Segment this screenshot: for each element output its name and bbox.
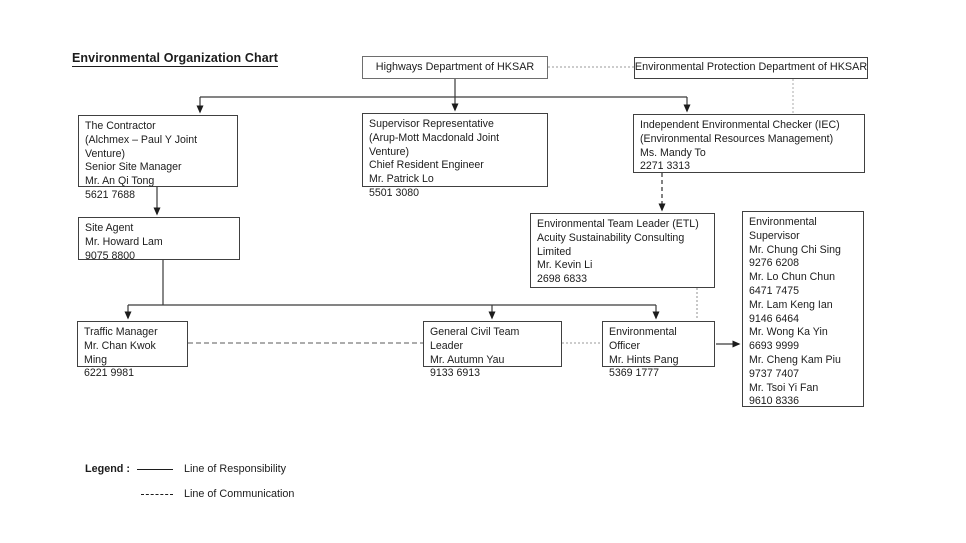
text-line: Mr. Tsoi Yi Fan [749,381,819,394]
legend-item-label: Line of Communication [184,488,295,501]
text-line: (Alchmex – Paul Y Joint Venture) [85,133,198,160]
legend-item-label: Line of Responsibility [184,463,287,476]
page-title: Environmental Organization Chart [72,51,279,67]
text-line: 6221 9981 [84,367,135,380]
text-line: 9737 7407 [749,367,800,380]
text-line: Environmental [749,216,817,228]
text-line: 9610 8336 [749,395,800,408]
legend-label: Legend : [85,463,130,475]
text-line: (Arup-Mott Macdonald Joint Venture) [369,131,500,158]
communication-lines [188,66,794,344]
dashed-line-sample-icon [141,493,173,495]
text-line: 6693 9999 [749,340,800,353]
text-line: Mr. Patrick Lo [369,173,434,186]
node-environmental-protection-department: Environmental Protection Department of H… [634,57,868,79]
text-line: 9276 6208 [749,257,800,270]
text-line: Chief Resident Engineer [369,159,484,172]
text-line: 5501 3080 [369,186,420,199]
text-line: 2698 6833 [537,273,588,286]
text-line: 2271 3313 [640,160,691,173]
text-line: Environmental Protection Department of H… [634,61,868,74]
legend-item-responsibility: Line of Responsibility [137,463,286,475]
text-line: Mr. Kevin Li [537,259,593,272]
node-highways-department: Highways Department of HKSAR [362,56,548,79]
node-supervisor-representative: Supervisor Representative(Arup-Mott Macd… [362,113,548,199]
text-line: Environmental Officer [609,326,677,352]
text-line: Mr. Chan Kwok Ming [84,339,156,366]
text-line: Mr. An Qi Tong [85,175,155,188]
node-contractor: The Contractor(Alchmex – Paul Y Joint Ve… [78,115,238,201]
node-independent-environmental-checker: Independent Environmental Checker (IEC)(… [633,114,865,173]
text-line: Mr. Hints Pang [609,353,679,366]
text-line: Mr. Lo Chun Chun [749,271,835,284]
text-line: Mr. Lam Keng Ian [749,298,833,311]
text-line: Mr. Howard Lam [85,235,163,248]
text-line: Supervisor Representative [369,118,494,130]
text-line: (Environmental Resources Management) [640,132,834,145]
text-line: 5369 1777 [609,367,660,380]
text-line: Acuity Sustainability Consulting [537,231,685,244]
text-line: Ms. Mandy To [640,146,706,159]
text-line: Limited [537,245,572,258]
node-environmental-team-leader: Environmental Team Leader (ETL)Acuity Su… [530,213,715,288]
text-line: Highways Department of HKSAR [375,60,535,73]
text-line: Mr. Wong Ka Yin [749,326,828,339]
text-line: Mr. Cheng Kam Piu [749,353,841,366]
legend-item-communication: Line of Communication [141,488,294,500]
text-line: Independent Environmental Checker (IEC) [640,119,840,131]
text-line: 9075 8800 [85,249,136,262]
solid-line-sample-icon [137,468,173,470]
text-line: Supervisor [749,229,800,242]
text-line: 6471 7475 [749,284,800,297]
text-line: Mr. Chung Chi Sing [749,243,841,256]
text-line: Mr. Autumn Yau [430,353,505,366]
text-line: 9146 6464 [749,312,800,325]
text-line: 5621 7688 [85,188,136,201]
text-line: The Contractor [85,120,156,132]
text-line: General Civil Team Leader [430,326,520,352]
text-line: 9133 6913 [430,367,481,380]
text-line: Senior Site Manager [85,161,182,174]
responsibility-lines [124,79,741,348]
text-line: Environmental Team Leader (ETL) [537,218,699,230]
text-line: Traffic Manager [84,326,158,338]
text-line: Site Agent [85,222,134,234]
